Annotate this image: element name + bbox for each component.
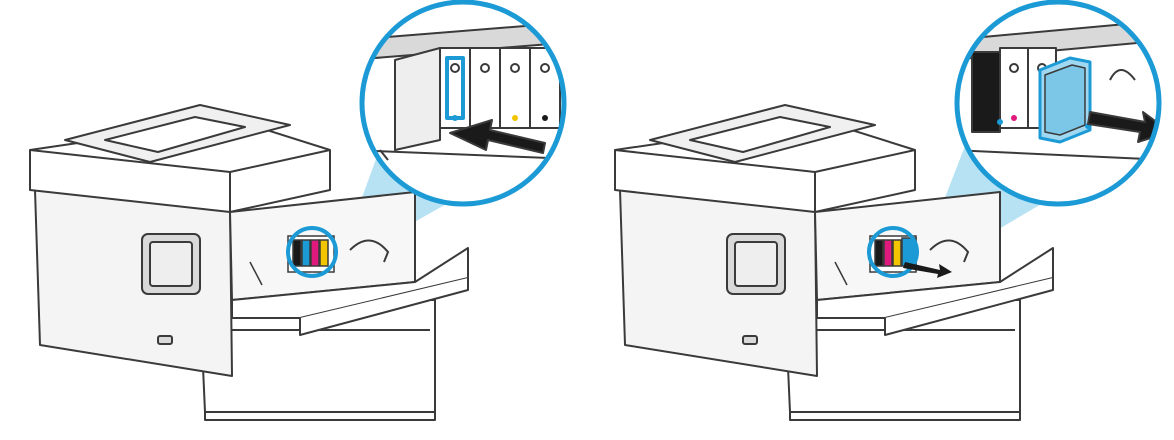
panel-remove-cartridge xyxy=(615,2,1170,420)
magnified-callout xyxy=(350,2,600,204)
cartridge-slot xyxy=(972,52,1000,132)
cartridge xyxy=(470,48,500,128)
magnified-callout xyxy=(950,2,1170,204)
panel-insert-cartridge xyxy=(30,2,600,420)
